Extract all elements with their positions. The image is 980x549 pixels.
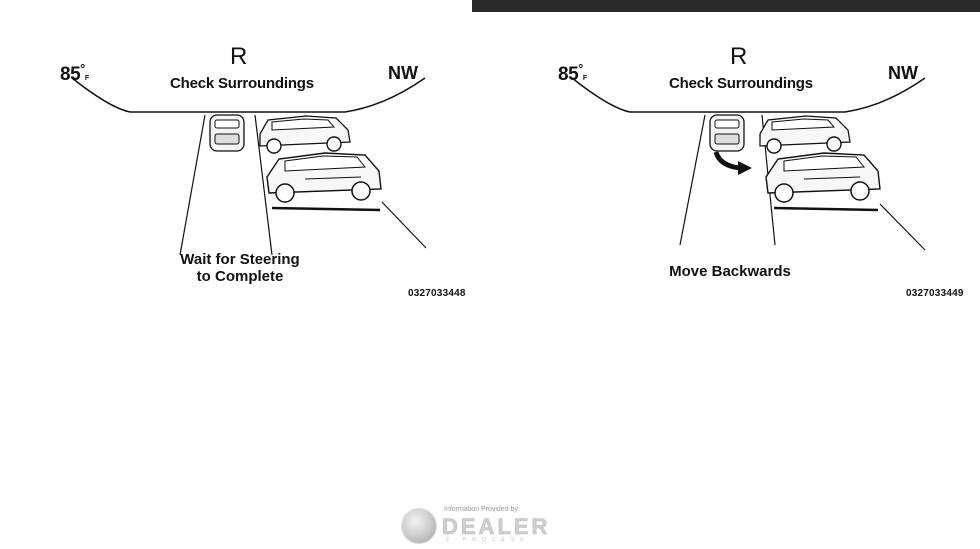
display-outline (571, 77, 926, 113)
dealer-logo-icon (402, 509, 436, 543)
parked-suv-front-icon (765, 152, 881, 203)
status-message: Check Surroundings (170, 75, 314, 92)
guide-line-right (254, 114, 273, 256)
parked-suv-front-icon (266, 152, 382, 203)
parking-scene-drawing (71, 77, 427, 256)
figure-id: 0327033448 (408, 288, 466, 299)
illustration-move-backwards: 85°F R Check Surroundings NW Move Backwa… (500, 40, 980, 310)
curb-line (271, 206, 381, 212)
reversing-car-icon (709, 114, 745, 152)
compass-heading: NW (888, 63, 918, 83)
illustration-caption: Wait for Steering to Complete (150, 251, 330, 285)
page-header-bar (472, 0, 980, 12)
watermark-brand: DEALER (442, 514, 551, 540)
pointer-line (879, 203, 926, 251)
illustration-caption: Move Backwards (645, 263, 815, 280)
reversing-car-icon (209, 114, 245, 152)
gear-indicator: R (730, 43, 748, 70)
guide-line-left (179, 114, 206, 256)
pointer-line (381, 201, 427, 249)
dealer-eprocess-watermark: Information Provided by: DEALER E-PROCES… (402, 505, 582, 545)
backward-arrow-icon (713, 151, 752, 175)
illustration-steering-complete: 85°F R Check Surroundings NW Wait for St… (0, 40, 480, 310)
figure-id: 0327033449 (906, 288, 964, 299)
caption-line-1: Wait for Steering (180, 251, 300, 268)
parking-scene-drawing (571, 77, 926, 251)
gear-indicator: R (230, 43, 248, 70)
caption-line-1: Move Backwards (669, 263, 791, 280)
parked-suv-rear-icon (759, 115, 851, 154)
outside-temperature: 85°F (558, 61, 587, 85)
curb-line (773, 206, 879, 212)
outside-temperature: 85°F (60, 61, 89, 85)
watermark-subtitle: E-PROCESS (446, 537, 530, 543)
compass-heading: NW (388, 63, 418, 83)
watermark-provided-by: Information Provided by: (444, 506, 520, 513)
guide-line-left (679, 114, 706, 246)
display-outline (71, 77, 426, 113)
caption-line-2: to Complete (196, 268, 284, 285)
parked-suv-rear-icon (259, 115, 351, 154)
status-message: Check Surroundings (669, 75, 813, 92)
